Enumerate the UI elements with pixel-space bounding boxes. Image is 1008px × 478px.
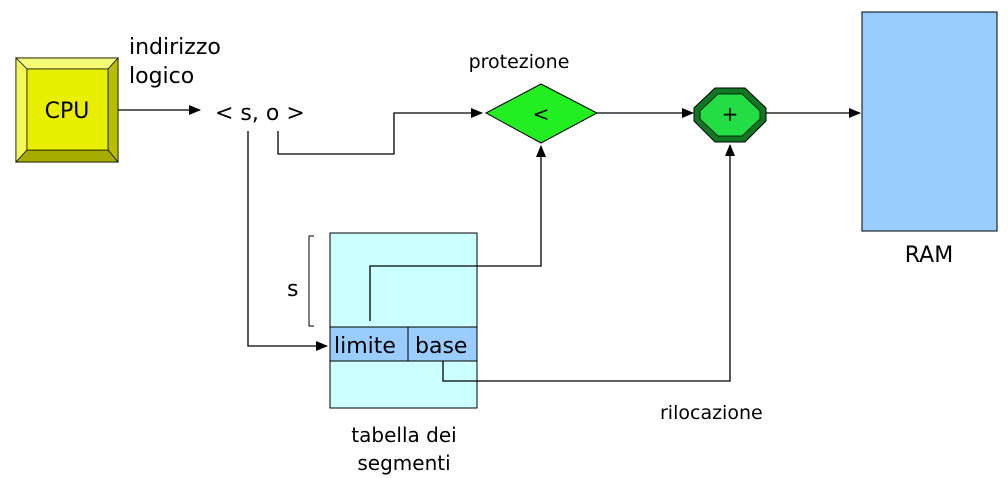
adder-operator: + — [722, 102, 739, 126]
segment-index-arrow — [247, 131, 328, 351]
table-caption-line2: segmenti — [357, 451, 450, 475]
address-tuple: < s, o > — [215, 101, 305, 126]
comparator-operator: < — [533, 102, 550, 126]
base-to-adder-arrow — [442, 144, 735, 382]
cpu-label: CPU — [45, 99, 90, 124]
ram-label: RAM — [905, 243, 953, 268]
limit-cell: limite — [334, 334, 396, 359]
logical-address-label-line1: indirizzo — [129, 35, 221, 60]
offset-to-comparator-arrow — [277, 108, 483, 155]
segment-index-label: s — [287, 277, 298, 302]
segment-index-brace — [308, 235, 314, 327]
ram-block — [861, 11, 998, 232]
segment-table-row — [329, 326, 478, 362]
relocation-label: rilocazione — [660, 402, 763, 424]
cpu-block: CPU — [15, 57, 119, 163]
protection-label: protezione — [469, 51, 570, 73]
table-caption-line1: tabella dei — [351, 423, 456, 447]
segment-table: limite base — [329, 232, 478, 409]
adder-octagon: + — [693, 87, 767, 143]
comparator-diamond: < — [484, 83, 599, 144]
logical-address-label-line2: logico — [129, 64, 194, 89]
base-cell: base — [415, 334, 467, 359]
limit-to-comparator-arrow — [369, 145, 546, 321]
